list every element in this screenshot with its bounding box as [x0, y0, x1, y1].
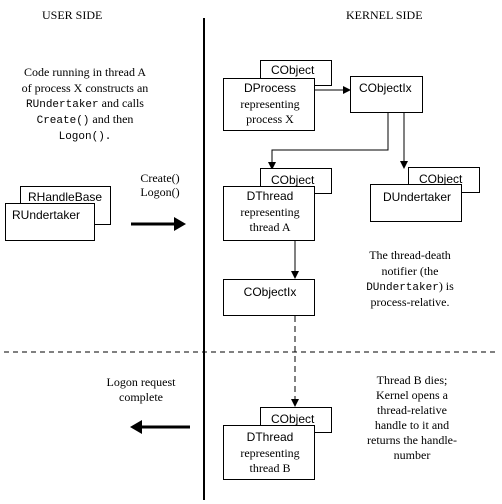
user-note-line-3: RUndertaker and calls: [26, 96, 144, 112]
dundertaker-label: DUndertaker: [382, 190, 452, 204]
dprocess-line-3: process X: [246, 112, 294, 126]
cobjectix-top-box: CObjectIx: [350, 76, 423, 113]
dthread-b-line-2: representing: [240, 446, 300, 460]
dundertaker-code: DUndertaker: [366, 282, 439, 294]
threadB-cobject-label: CObject: [271, 412, 315, 426]
cobjectix-mid-label: CObjectIx: [243, 285, 297, 299]
dthread-b-label: DThread: [246, 430, 294, 444]
threadB-note-line-2: Kernel opens a: [376, 388, 448, 402]
dthread-b-line-3: thread B: [249, 461, 291, 475]
logon-complete-line-2: complete: [119, 390, 163, 404]
dthread-a-line-2: representing: [240, 205, 300, 219]
cobjectix-mid-box: CObjectIx: [223, 279, 315, 316]
dprocess-line-2: representing: [240, 97, 300, 111]
threadA-cobject-box: CObject: [260, 168, 332, 194]
create-code: Create(): [36, 115, 90, 127]
rundertaker-code: RUndertaker: [26, 99, 99, 111]
threadB-note-line-4: handle to it and: [374, 418, 450, 432]
logon-complete-line-1: Logon request: [106, 375, 176, 389]
dprocess-box: DProcess representing process X: [223, 78, 315, 131]
threadB-note-line-1: Thread B dies;: [376, 373, 448, 387]
user-side-header: USER SIDE: [42, 8, 103, 22]
threadB-note-line-5: returns the handle-: [367, 433, 457, 447]
dthread-a-box: DThread representing thread A: [223, 186, 315, 241]
rundertaker-box: RUndertaker: [5, 203, 95, 241]
threadB-note-line-3: thread-relative: [377, 403, 447, 417]
create-call-label: Create(): [140, 171, 180, 185]
rundertaker-label: RUndertaker: [12, 208, 81, 222]
user-note-line-1: Code running in thread A: [24, 65, 146, 79]
dthread-b-box: DThread representing thread B: [223, 425, 315, 480]
dthread-a-line-3: thread A: [249, 220, 291, 234]
user-note-line-2: of process X constructs an: [21, 81, 149, 95]
dprocess-label: DProcess: [243, 81, 296, 95]
notifier-line-4: process-relative.: [370, 295, 450, 309]
dundertaker-box: DUndertaker: [370, 184, 462, 222]
cobjectix-top-label: CObjectIx: [359, 81, 412, 95]
user-note-line-5: Logon().: [6, 129, 164, 144]
process-cobject-label: CObject: [271, 63, 315, 77]
undertaker-cobject-label: CObject: [419, 172, 463, 186]
threadB-note-line-6: number: [393, 448, 431, 462]
arrow-objectix-to-threadA: [268, 112, 389, 170]
user-note-line-4: Create() and then: [36, 112, 134, 128]
notifier-line-1: The thread-death: [369, 248, 451, 262]
notifier-line-3: DUndertaker) is: [366, 279, 454, 295]
notifier-line-2: notifier (the: [381, 264, 439, 278]
threadA-cobject-label: CObject: [271, 173, 315, 187]
dthread-a-label: DThread: [246, 189, 294, 203]
logon-code: Logon().: [58, 131, 112, 143]
kernel-side-header: KERNEL SIDE: [346, 8, 423, 22]
rhandlebase-label: RHandleBase: [28, 190, 103, 204]
logon-call-label: Logon(): [140, 185, 180, 199]
